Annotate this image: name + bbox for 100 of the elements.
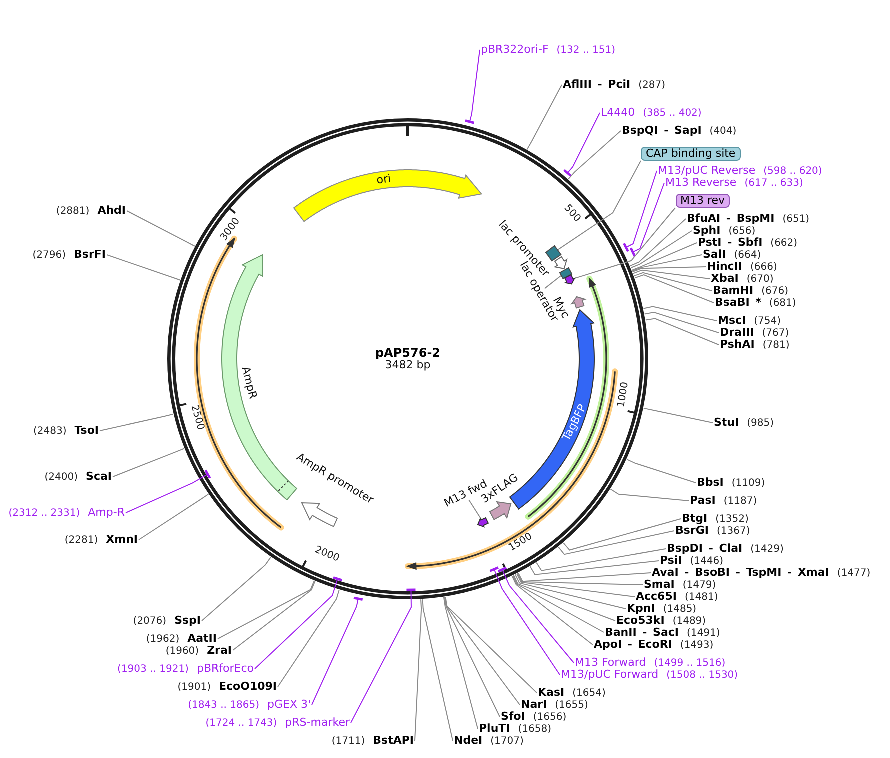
tick-label: 2000 — [312, 545, 340, 564]
cut-position: (1656) — [533, 711, 567, 724]
enzyme-name: NarI — [521, 698, 548, 712]
leader-line — [444, 596, 520, 706]
cut-position: (781) — [762, 339, 790, 353]
primer-name: M13/pUC Forward — [561, 668, 659, 682]
enzyme-name: Eco53kI — [616, 614, 665, 628]
enzyme-name: DraIII — [720, 326, 754, 340]
directional-feature — [476, 517, 490, 528]
cut-position: (2483) — [33, 425, 67, 439]
leader-line — [563, 112, 600, 178]
leader-line — [278, 590, 340, 688]
leader-line — [610, 488, 690, 502]
cut-position: (1654) — [572, 687, 606, 700]
leader-line — [126, 469, 212, 514]
cut-position: (1655) — [555, 699, 588, 712]
leader-line — [622, 170, 658, 253]
leader-line — [112, 448, 185, 478]
enzyme-name: StuI — [714, 416, 740, 430]
enzyme-name: TsoI — [74, 424, 99, 438]
enzyme-name: AatII — [188, 632, 217, 646]
primer-range: (385 .. 402) — [643, 107, 702, 121]
leader-line — [630, 230, 692, 269]
cut-position: (2796) — [32, 249, 66, 263]
plasmid-size: 3482 bp — [385, 358, 431, 372]
cut-position: (1491) — [687, 626, 720, 640]
primer-range: (598 .. 620) — [764, 165, 822, 178]
leader-line — [414, 599, 422, 742]
cut-position: (1367) — [716, 525, 750, 539]
cut-position: (1109) — [732, 477, 766, 491]
leader-line — [513, 575, 616, 622]
leader-line — [443, 596, 478, 730]
cut-position: (1479) — [682, 579, 716, 592]
enzyme-name: XmnI — [106, 533, 138, 547]
enzyme-name: BsaBI * — [715, 296, 762, 310]
leader-line — [202, 556, 272, 622]
leader-line — [526, 84, 562, 150]
primer-range: (2312 .. 2331) — [8, 507, 80, 521]
cut-position: (1352) — [716, 513, 749, 526]
leader-line — [126, 210, 196, 247]
leader-line — [106, 254, 181, 281]
cut-position: (2281) — [64, 534, 98, 548]
leader-line — [632, 266, 706, 273]
cut-position: (666) — [750, 261, 778, 274]
cut-position: (2076) — [133, 615, 167, 629]
feature-block — [559, 266, 574, 280]
cut-position: (1446) — [690, 555, 724, 568]
leader-line — [563, 518, 682, 551]
leader-line — [530, 560, 660, 576]
enzyme-name: MscI — [718, 314, 746, 328]
primer-range: (1508 .. 1530) — [666, 669, 738, 683]
leader-line — [558, 530, 675, 556]
cut-position: (670) — [746, 273, 774, 286]
enzyme-name: BfuAI - BspMI — [687, 212, 775, 226]
plasmid-name: pAP576-2 — [375, 346, 441, 360]
leader-line — [444, 596, 500, 718]
leader-line — [445, 596, 538, 694]
tick-label: 1000 — [617, 381, 632, 408]
enzyme-name: KpnI — [627, 602, 656, 616]
feature-tag: CAP binding site — [641, 147, 741, 161]
primer-range: (1724 .. 1743) — [206, 717, 278, 731]
cut-position: (754) — [754, 315, 781, 328]
leader-line — [626, 459, 696, 484]
enzyme-name: EcoO109I — [219, 680, 277, 694]
cut-position: (1187) — [724, 495, 758, 509]
enzyme-name: SalI — [703, 248, 726, 262]
cut-position: (404) — [710, 125, 737, 139]
cut-position: (985) — [747, 417, 774, 431]
leader-line — [634, 274, 714, 304]
cut-position: (651) — [782, 213, 810, 227]
enzyme-name: PluTI — [479, 722, 510, 736]
enzyme-name: PshAI — [720, 338, 755, 352]
cut-position: (681) — [769, 297, 796, 311]
tick-label: 2500 — [188, 404, 206, 432]
leader-line — [630, 218, 686, 267]
enzyme-name: HincII — [707, 260, 743, 274]
cut-position: (1707) — [490, 735, 524, 749]
primer-range: (1843 .. 1865) — [188, 699, 260, 713]
leader-line — [464, 50, 480, 124]
enzyme-name: ZraI — [207, 644, 232, 658]
cut-position: (1711) — [332, 735, 366, 749]
primer-range: (617 .. 633) — [744, 177, 804, 191]
primer-name: pRS-marker — [285, 716, 350, 730]
enzyme-name: BstAPI — [373, 734, 414, 748]
primer-name: M13 Reverse — [666, 176, 737, 190]
leader-line — [488, 566, 560, 676]
cut-position: (767) — [762, 327, 790, 340]
leader-line — [632, 242, 698, 271]
enzyme-name: SspI — [174, 614, 201, 628]
leader-line — [100, 414, 174, 432]
leader-line — [350, 588, 417, 724]
enzyme-name: NdeI — [454, 734, 483, 748]
enzyme-name: BanII - SacI — [605, 626, 680, 640]
enzyme-name: BspDI - ClaI — [667, 542, 743, 556]
enzyme-name: KasI — [538, 686, 565, 700]
primer-name: M13 Forward — [575, 656, 646, 670]
cut-position: (1960) — [166, 644, 200, 658]
enzyme-name: BsrFI — [74, 248, 106, 262]
cut-position: (1485) — [663, 603, 697, 616]
cut-position: (287) — [638, 79, 666, 93]
